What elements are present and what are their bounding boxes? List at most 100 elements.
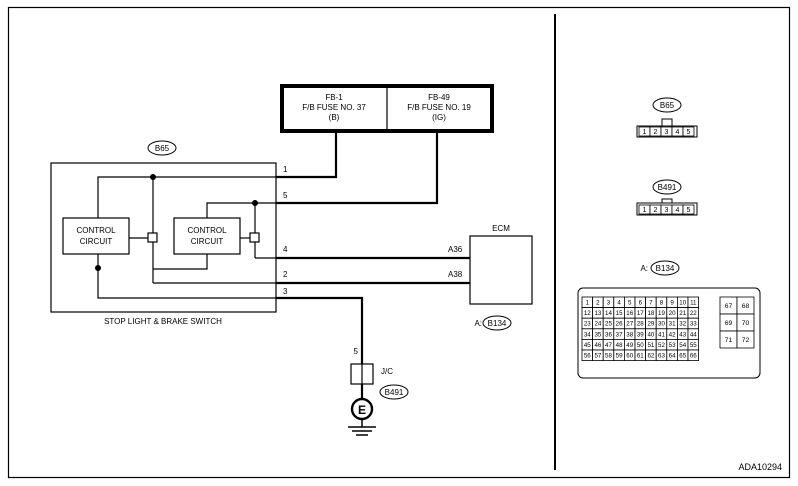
svg-text:19: 19	[658, 310, 665, 317]
svg-text:CIRCUIT: CIRCUIT	[80, 237, 113, 246]
svg-text:10: 10	[679, 300, 686, 307]
b65-badge: B65	[147, 140, 177, 156]
b134-pin-cell: 38	[624, 328, 636, 340]
b134-pin-cell: 17	[634, 307, 647, 319]
b134-pin-cell: 16	[624, 307, 636, 319]
b134-pin-cell: 41	[655, 328, 668, 340]
switch-pin-2: 2	[283, 270, 288, 279]
svg-text:4: 4	[617, 300, 621, 307]
b134-pin-cell: 9	[666, 296, 678, 309]
b134-pin-cell: 55	[687, 338, 700, 351]
svg-text:62: 62	[647, 353, 654, 360]
b134-pin-cell: 7	[645, 296, 657, 309]
svg-text:5: 5	[687, 207, 691, 214]
svg-text:21: 21	[679, 310, 686, 317]
svg-text:63: 63	[658, 353, 665, 360]
svg-text:2: 2	[654, 129, 658, 136]
jc-pin-5: 5	[354, 347, 359, 356]
b134-pin-cell: 30	[655, 317, 668, 330]
fuse-right-name: FB-49	[428, 93, 450, 102]
b134-pin-cell: 23	[581, 317, 594, 330]
svg-text:59: 59	[616, 353, 623, 360]
svg-text:72: 72	[742, 337, 750, 344]
b134-pin-cell: 15	[613, 307, 625, 319]
svg-text:18: 18	[647, 310, 654, 317]
b65-view-label: B65	[660, 101, 675, 110]
fuse-right-fuse: F/B FUSE NO. 19	[407, 103, 471, 112]
svg-text:B134: B134	[488, 319, 507, 328]
b134-pin-cell: 34	[581, 328, 594, 340]
svg-text:1: 1	[586, 300, 590, 307]
svg-text:44: 44	[690, 331, 697, 338]
b134-badge-ecm	[482, 315, 512, 331]
b65-pin-cell: 2	[649, 126, 662, 137]
svg-text:1: 1	[643, 207, 647, 214]
b65-pin-cell: 4	[671, 126, 684, 137]
svg-text:40: 40	[647, 331, 654, 338]
svg-text:56: 56	[584, 353, 591, 360]
b134-pin-cell: 26	[613, 317, 625, 330]
b134-pin-cell: 11	[687, 296, 700, 309]
svg-text:38: 38	[626, 331, 633, 338]
b65-pin-cell: 5	[682, 126, 695, 137]
control-circuit-right: CONTROL CIRCUIT	[173, 217, 241, 255]
svg-text:B491: B491	[385, 388, 404, 397]
b134-pin-cell: 37	[613, 328, 625, 340]
fuse-box: FB-1 F/B FUSE NO. 37 (B) FB-49 F/B FUSE …	[280, 84, 494, 133]
svg-text:30: 30	[658, 321, 665, 328]
svg-text:3: 3	[665, 129, 669, 136]
svg-text:26: 26	[616, 321, 623, 328]
b134-pin-cell: 21	[677, 307, 689, 319]
b491-pin-cell: 5	[682, 204, 695, 215]
svg-text:23: 23	[584, 321, 591, 328]
b134-pin-cell: 40	[645, 328, 657, 340]
b134-pin-cell: 60	[624, 349, 636, 362]
svg-text:9: 9	[670, 300, 674, 307]
b134-pin-cell: 65	[677, 349, 689, 362]
svg-text:1: 1	[643, 129, 647, 136]
svg-text:45: 45	[584, 342, 591, 349]
svg-text:41: 41	[658, 331, 665, 338]
b134-pin-cell: 47	[602, 338, 615, 351]
b65-pin-cell: 3	[660, 126, 673, 137]
b134-pin-cell: 69	[719, 313, 738, 332]
svg-text:71: 71	[725, 337, 733, 344]
svg-text:3: 3	[607, 300, 611, 307]
svg-text:36: 36	[605, 331, 612, 338]
b134-pin-cell: 48	[613, 338, 625, 351]
b491-view-label: B491	[658, 183, 677, 192]
svg-text:32: 32	[679, 321, 686, 328]
b134-view-prefix: A:	[640, 264, 648, 273]
svg-text:37: 37	[616, 331, 623, 338]
svg-text:46: 46	[594, 342, 601, 349]
svg-text:43: 43	[679, 331, 686, 338]
b134-pin-cell: 53	[666, 338, 678, 351]
b134-pin-cell: 64	[666, 349, 678, 362]
svg-text:50: 50	[637, 342, 644, 349]
svg-text:47: 47	[605, 342, 612, 349]
svg-text:42: 42	[669, 331, 676, 338]
svg-text:28: 28	[637, 321, 644, 328]
b491-pin-cell: 4	[671, 204, 684, 215]
b134-pin-cell: 33	[687, 317, 700, 330]
svg-text:35: 35	[594, 331, 601, 338]
svg-text:6: 6	[639, 300, 643, 307]
b134-pin-cell: 56	[581, 349, 594, 362]
svg-text:5: 5	[628, 300, 632, 307]
control-circuit-left: CONTROL CIRCUIT	[62, 217, 130, 255]
svg-text:67: 67	[725, 303, 733, 310]
b134-pin-cell: 4	[613, 296, 625, 309]
svg-text:70: 70	[742, 320, 750, 327]
b134-pin-cell: 54	[677, 338, 689, 351]
switch-pin-1: 1	[283, 165, 288, 174]
svg-text:11: 11	[690, 300, 697, 307]
svg-text:8: 8	[660, 300, 664, 307]
svg-text:24: 24	[594, 321, 601, 328]
svg-text:4: 4	[676, 129, 680, 136]
svg-text:7: 7	[649, 300, 653, 307]
b134-pin-cell: 42	[666, 328, 678, 340]
b134-pin-cell: 5	[624, 296, 636, 309]
b134-pin-cell: 12	[581, 307, 594, 319]
